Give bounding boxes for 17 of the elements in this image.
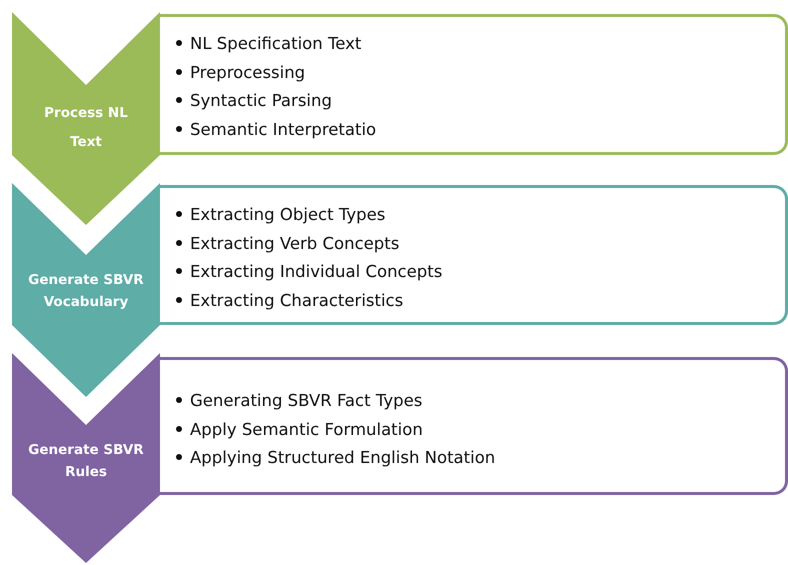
- bullet-item: Apply Semantic Formulation: [190, 418, 423, 441]
- step-label: Generate SBVR Rules: [27, 441, 145, 482]
- step-panel: [158, 14, 788, 155]
- step-panel: [158, 357, 788, 495]
- bullet-item: Extracting Object Types: [190, 204, 386, 226]
- bullet-item: Syntactic Parsing: [190, 90, 332, 112]
- bullet-item: Extracting Verb Concepts: [190, 232, 400, 255]
- bullet-item: NL Specification Text: [190, 33, 362, 55]
- bullet-item: Extracting Characteristics: [190, 290, 404, 312]
- bullet-item: Preprocessing: [190, 62, 306, 84]
- step-label: Generate SBVR Vocabulary: [27, 271, 145, 312]
- bullet-item: Applying Structured English Notation: [190, 447, 496, 470]
- bullet-item: Extracting Individual Concepts: [190, 261, 442, 284]
- step-panel: [158, 185, 788, 325]
- bullet-item: Semantic Interpretatio: [190, 119, 376, 142]
- bullet-item: Generating SBVR Fact Types: [190, 390, 422, 412]
- step-label: Process NL Text: [43, 104, 129, 152]
